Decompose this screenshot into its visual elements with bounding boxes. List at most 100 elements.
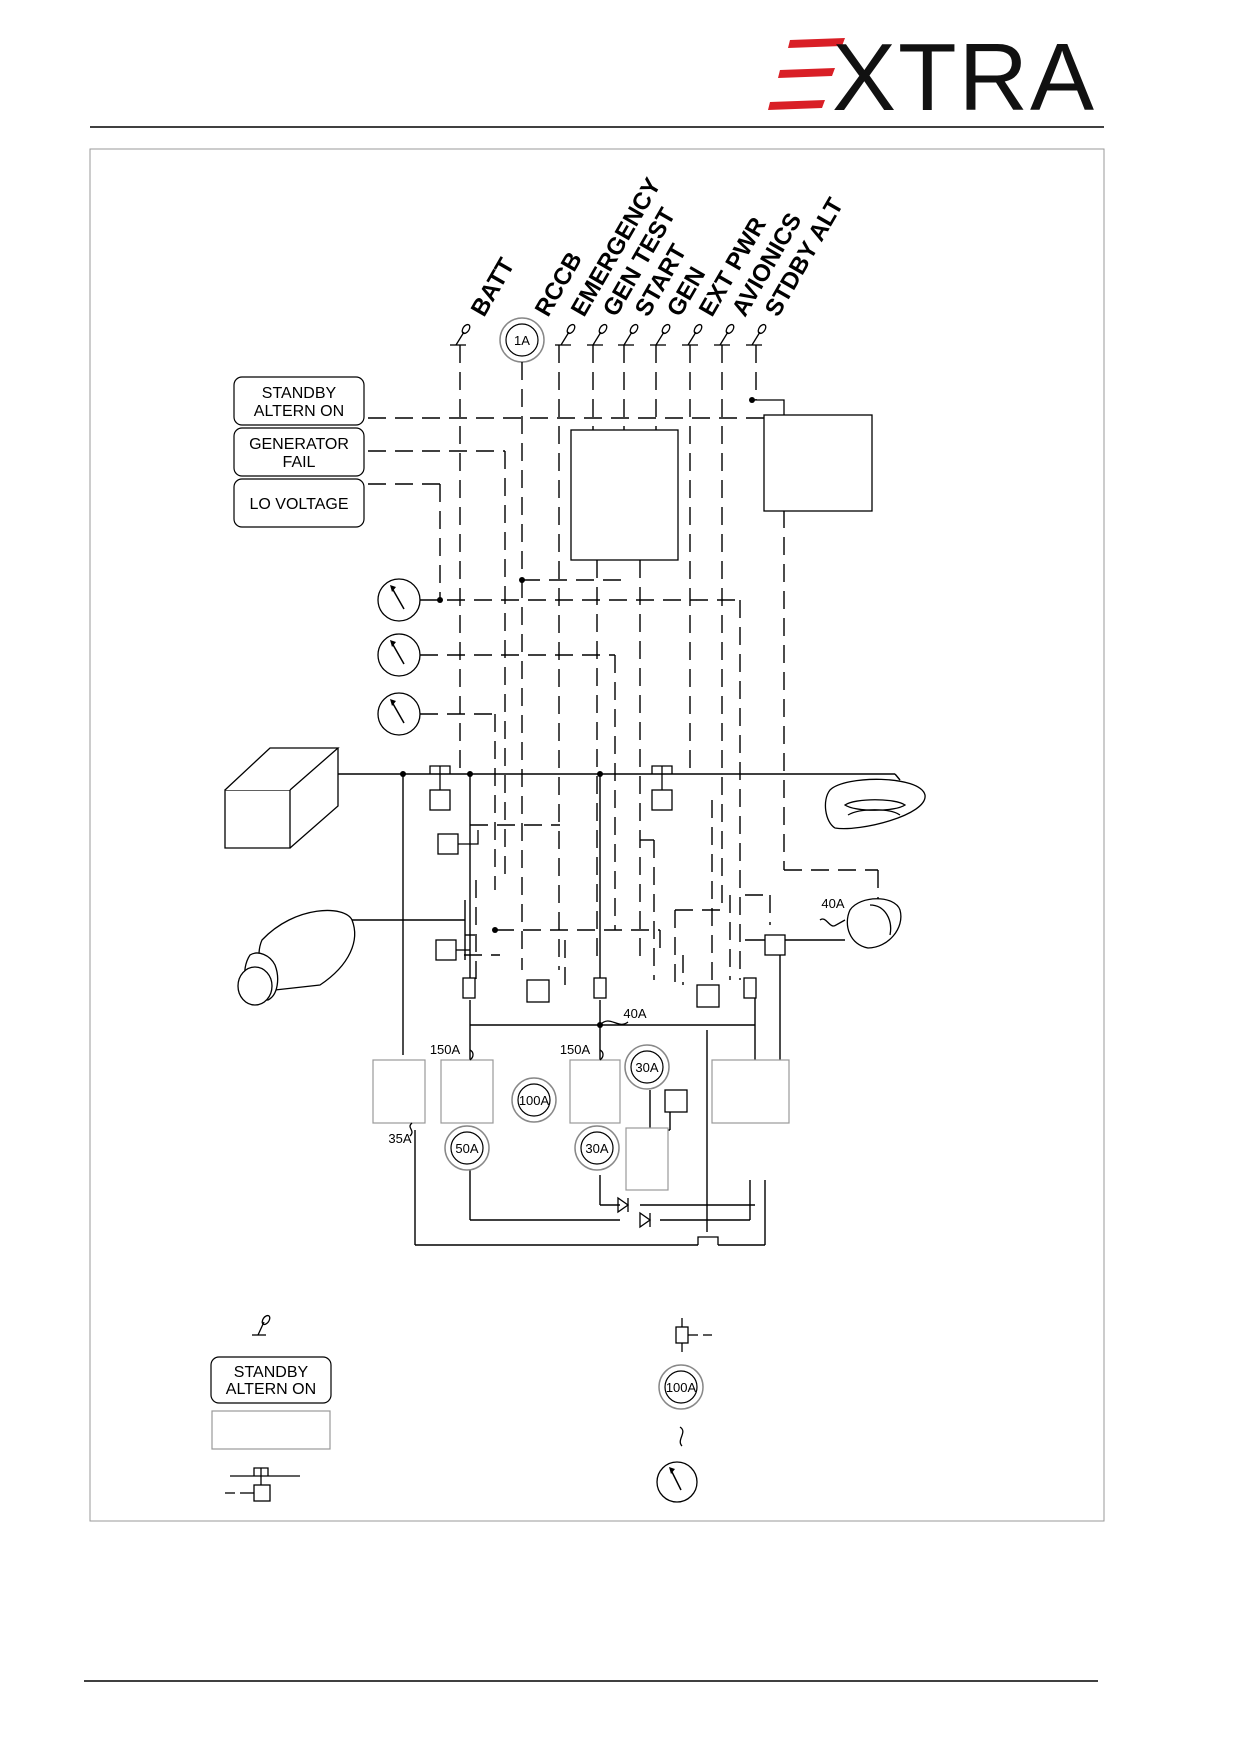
legend-relay-icon [225,1467,300,1502]
gauge-ammeter [377,633,421,677]
annunciator-line1: LO VOLTAGE [250,496,349,513]
legend-box [211,1410,331,1450]
stdby-relay-icon [764,934,786,956]
toggle-switch-icon[interactable] [450,323,471,346]
toggle-switch-icon[interactable] [682,323,703,346]
toggle-switch-icon[interactable] [746,323,767,346]
switch-label-batt: BATT [466,253,521,321]
junction-dot [597,771,603,777]
standby-regulator-box [763,414,873,512]
breaker-rating: 30A [585,1141,608,1156]
battery-bus-box [372,1059,426,1124]
annunciator-lo-voltage: LO VOLTAGE [233,478,365,528]
fuse-150a-right-icon [599,1049,604,1061]
fuse-icon [593,977,607,999]
diodes [617,1196,719,1245]
master-switch-contact-icon [697,1236,719,1245]
legend-fuse-squiggle-icon [679,1426,684,1447]
extra-logo: XTRA [768,24,1096,131]
label-40a-standby: 40A [821,896,844,911]
junction-dot [467,771,473,777]
voltage-regulator-box [570,429,679,561]
ext-power-box [625,1127,669,1191]
diode-icon [617,1196,630,1214]
fuse-40a-icon [599,1020,629,1026]
junction-dot [749,397,755,403]
junction-dot [437,597,443,603]
label-40a-bus: 40A [623,1006,646,1021]
toggle-switch-icon[interactable] [650,323,671,346]
fuse-symbols [409,918,846,1137]
legend-toggle-switch-icon [252,1314,271,1336]
label-35a: 35A [388,1131,411,1146]
rccb-breaker-rating: 1A [514,333,530,348]
legend-gauge-icon [656,1461,698,1503]
rating-labels: 150A 150A 35A 40A 40A [388,896,844,1146]
breaker-100a[interactable]: 100A [511,1077,557,1123]
power-wiring [338,773,901,1246]
fuse-icon [462,977,476,999]
ext-power-relay-icon [651,765,673,811]
legend-breaker: 100A [658,1364,704,1410]
toggle-switches [450,323,767,346]
diode-icon [639,1211,652,1229]
legend-annunciator: STANDBY ALTERN ON [210,1356,332,1404]
avionics-bus-box [569,1059,621,1124]
gauge-voltmeter [377,578,421,622]
fuse-icon [743,977,757,999]
annunciator-line2: ALTERN ON [226,1381,316,1398]
toggle-switch-icon[interactable] [555,323,576,346]
bus-boxes [372,1059,790,1191]
logo-text: XTRA [832,24,1096,131]
start-relay-icon [437,830,479,855]
battery-icon [224,747,340,849]
toggle-switch-icon[interactable] [618,323,639,346]
gauge-ammeter-2 [377,692,421,736]
relay-box-icon [664,1089,688,1113]
breaker-rating: 100A [666,1380,697,1395]
logo-stripe-mid [778,68,835,78]
annunciator-line2: ALTERN ON [254,403,344,420]
junction-dot [400,771,406,777]
relay-box-icon [696,984,720,1008]
annunciator-line1: STANDBY [234,1364,309,1381]
breaker-rating: 100A [519,1093,550,1108]
control-wiring [368,345,879,985]
legend: STANDBY ALTERN ON 100A [210,1314,712,1503]
toggle-switch-icon[interactable] [714,323,735,346]
fuse-35a-icon [409,1122,413,1137]
stdby-bus-box [711,1059,790,1124]
breaker-rating: 50A [455,1141,478,1156]
standby-alternator-icon [846,898,902,949]
battery-relay-icon [429,765,451,811]
relay-box-icon [526,979,550,1003]
breaker-30a-upper[interactable]: 30A [624,1044,670,1090]
breaker-rating: 30A [635,1060,658,1075]
label-150a-left: 150A [430,1042,461,1057]
relay-contactors [429,765,786,1113]
junction-dot [492,927,498,933]
annunciator-line2: FAIL [283,454,316,471]
fuse-40a-icon [819,918,846,927]
gen-relay-icon [435,939,470,961]
stdby-wire [752,399,785,415]
breaker-50a[interactable]: 50A [444,1125,490,1171]
annunciator-line1: STANDBY [262,385,337,402]
rccb-breaker[interactable]: 1A [499,317,545,363]
label-150a-right: 150A [560,1042,591,1057]
generator-icon [824,778,926,830]
fuse-150a-left-icon [469,1049,474,1061]
switch-labels: BATT RCCB EMERGENCY GEN TEST START GEN E… [466,174,849,321]
toggle-switch-icon[interactable] [587,323,608,346]
annunciator-generator-fail: GENERATOR FAIL [233,427,365,477]
junction-dot [519,577,525,583]
breaker-inner-ring [505,323,539,357]
diagram-frame [89,148,1105,1522]
breaker-30a-lower[interactable]: 30A [574,1125,620,1171]
annunciator-line1: GENERATOR [249,436,349,453]
legend-fuse-icon [675,1318,712,1352]
starter-motor-icon [237,909,356,1006]
logo-stripe-bottom [768,100,825,110]
